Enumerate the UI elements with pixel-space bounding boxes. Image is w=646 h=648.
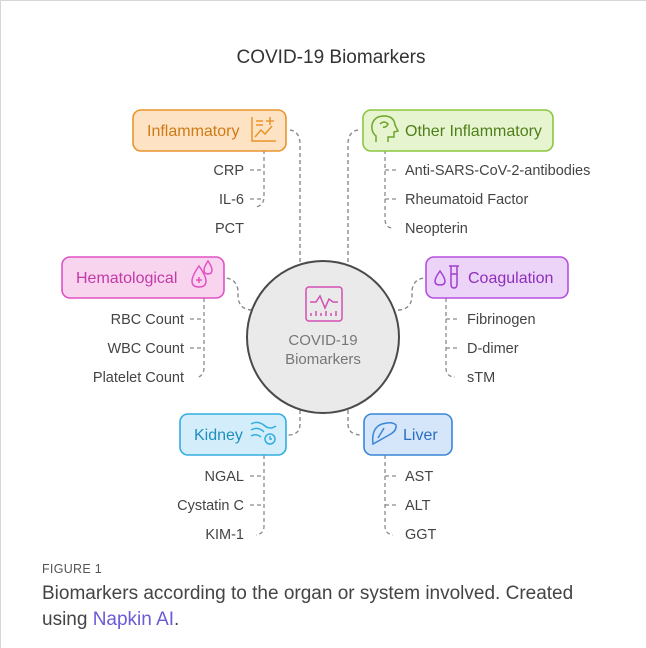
caption-text: Biomarkers according to the organ or sys…: [42, 583, 574, 630]
test-tube-icon: [434, 265, 459, 289]
figure-caption: Biomarkers according to the organ or sys…: [42, 581, 602, 633]
connector-hematological: [223, 277, 253, 311]
item-labels: CRP IL-6 PCT Anti-SARS-CoV-2-antibodies …: [93, 163, 590, 543]
group-kidney: Kidney: [179, 413, 287, 456]
item-label: ALT: [405, 498, 431, 514]
center-label-1: COVID-19: [288, 332, 357, 349]
item-label: Platelet Count: [93, 370, 184, 386]
center-connectors: [223, 129, 427, 436]
item-label: IL-6: [219, 192, 244, 208]
chart-plus-icon: [251, 117, 276, 142]
item-label: GGT: [405, 527, 437, 543]
group-coagulation: Coagulation: [425, 256, 569, 299]
blood-drops-icon: [191, 259, 213, 288]
group-inflammatory: Inflammatory: [132, 109, 287, 152]
group-other-inflammatory: Other Inflammatory: [362, 109, 554, 152]
group-label: Inflammatory: [147, 123, 239, 140]
connector-other: [347, 129, 361, 262]
item-label: KIM-1: [205, 527, 244, 543]
napkin-ai-link[interactable]: Napkin AI: [92, 609, 175, 630]
group-label: Kidney: [194, 427, 243, 444]
item-connectors: [190, 150, 460, 536]
group-label: Liver: [403, 427, 438, 444]
diagram-title: COVID-19 Biomarkers: [237, 47, 426, 68]
head-brain-icon: [371, 115, 400, 142]
kidney-flow-icon: [250, 421, 277, 445]
item-label: NGAL: [205, 469, 245, 485]
group-label: Coagulation: [468, 270, 553, 287]
item-label: Neopterin: [405, 221, 468, 237]
chart-monitor-icon: [305, 286, 343, 322]
figure-label: FIGURE 1: [42, 562, 103, 576]
item-label: WBC Count: [107, 341, 184, 357]
group-hematological: Hematological: [61, 256, 225, 299]
item-label: AST: [405, 469, 433, 485]
item-label: CRP: [213, 163, 244, 179]
item-label: Fibrinogen: [467, 312, 536, 328]
connector-liver: [347, 410, 363, 436]
item-label: D-dimer: [467, 341, 519, 357]
item-label: PCT: [215, 221, 244, 237]
liver-icon: [371, 421, 397, 446]
group-label: Hematological: [76, 270, 177, 287]
biomarker-diagram: COVID-19 Biomarkers COVID-19 Biomarkers: [61, 47, 590, 543]
center-label-2: Biomarkers: [285, 351, 361, 368]
item-label: RBC Count: [111, 312, 184, 328]
item-label: Rheumatoid Factor: [405, 192, 528, 208]
group-liver: Liver: [363, 413, 453, 456]
connector-kidney: [287, 410, 301, 436]
item-label: Anti-SARS-CoV-2-antibodies: [405, 163, 590, 179]
connector-coagulation: [397, 277, 427, 311]
center-node: COVID-19 Biomarkers: [246, 260, 400, 414]
caption-end: .: [174, 609, 180, 630]
item-label: sTM: [467, 370, 495, 386]
item-label: Cystatin C: [177, 498, 244, 514]
connector-inflammatory: [287, 129, 301, 262]
group-label: Other Inflammatory: [405, 123, 542, 140]
